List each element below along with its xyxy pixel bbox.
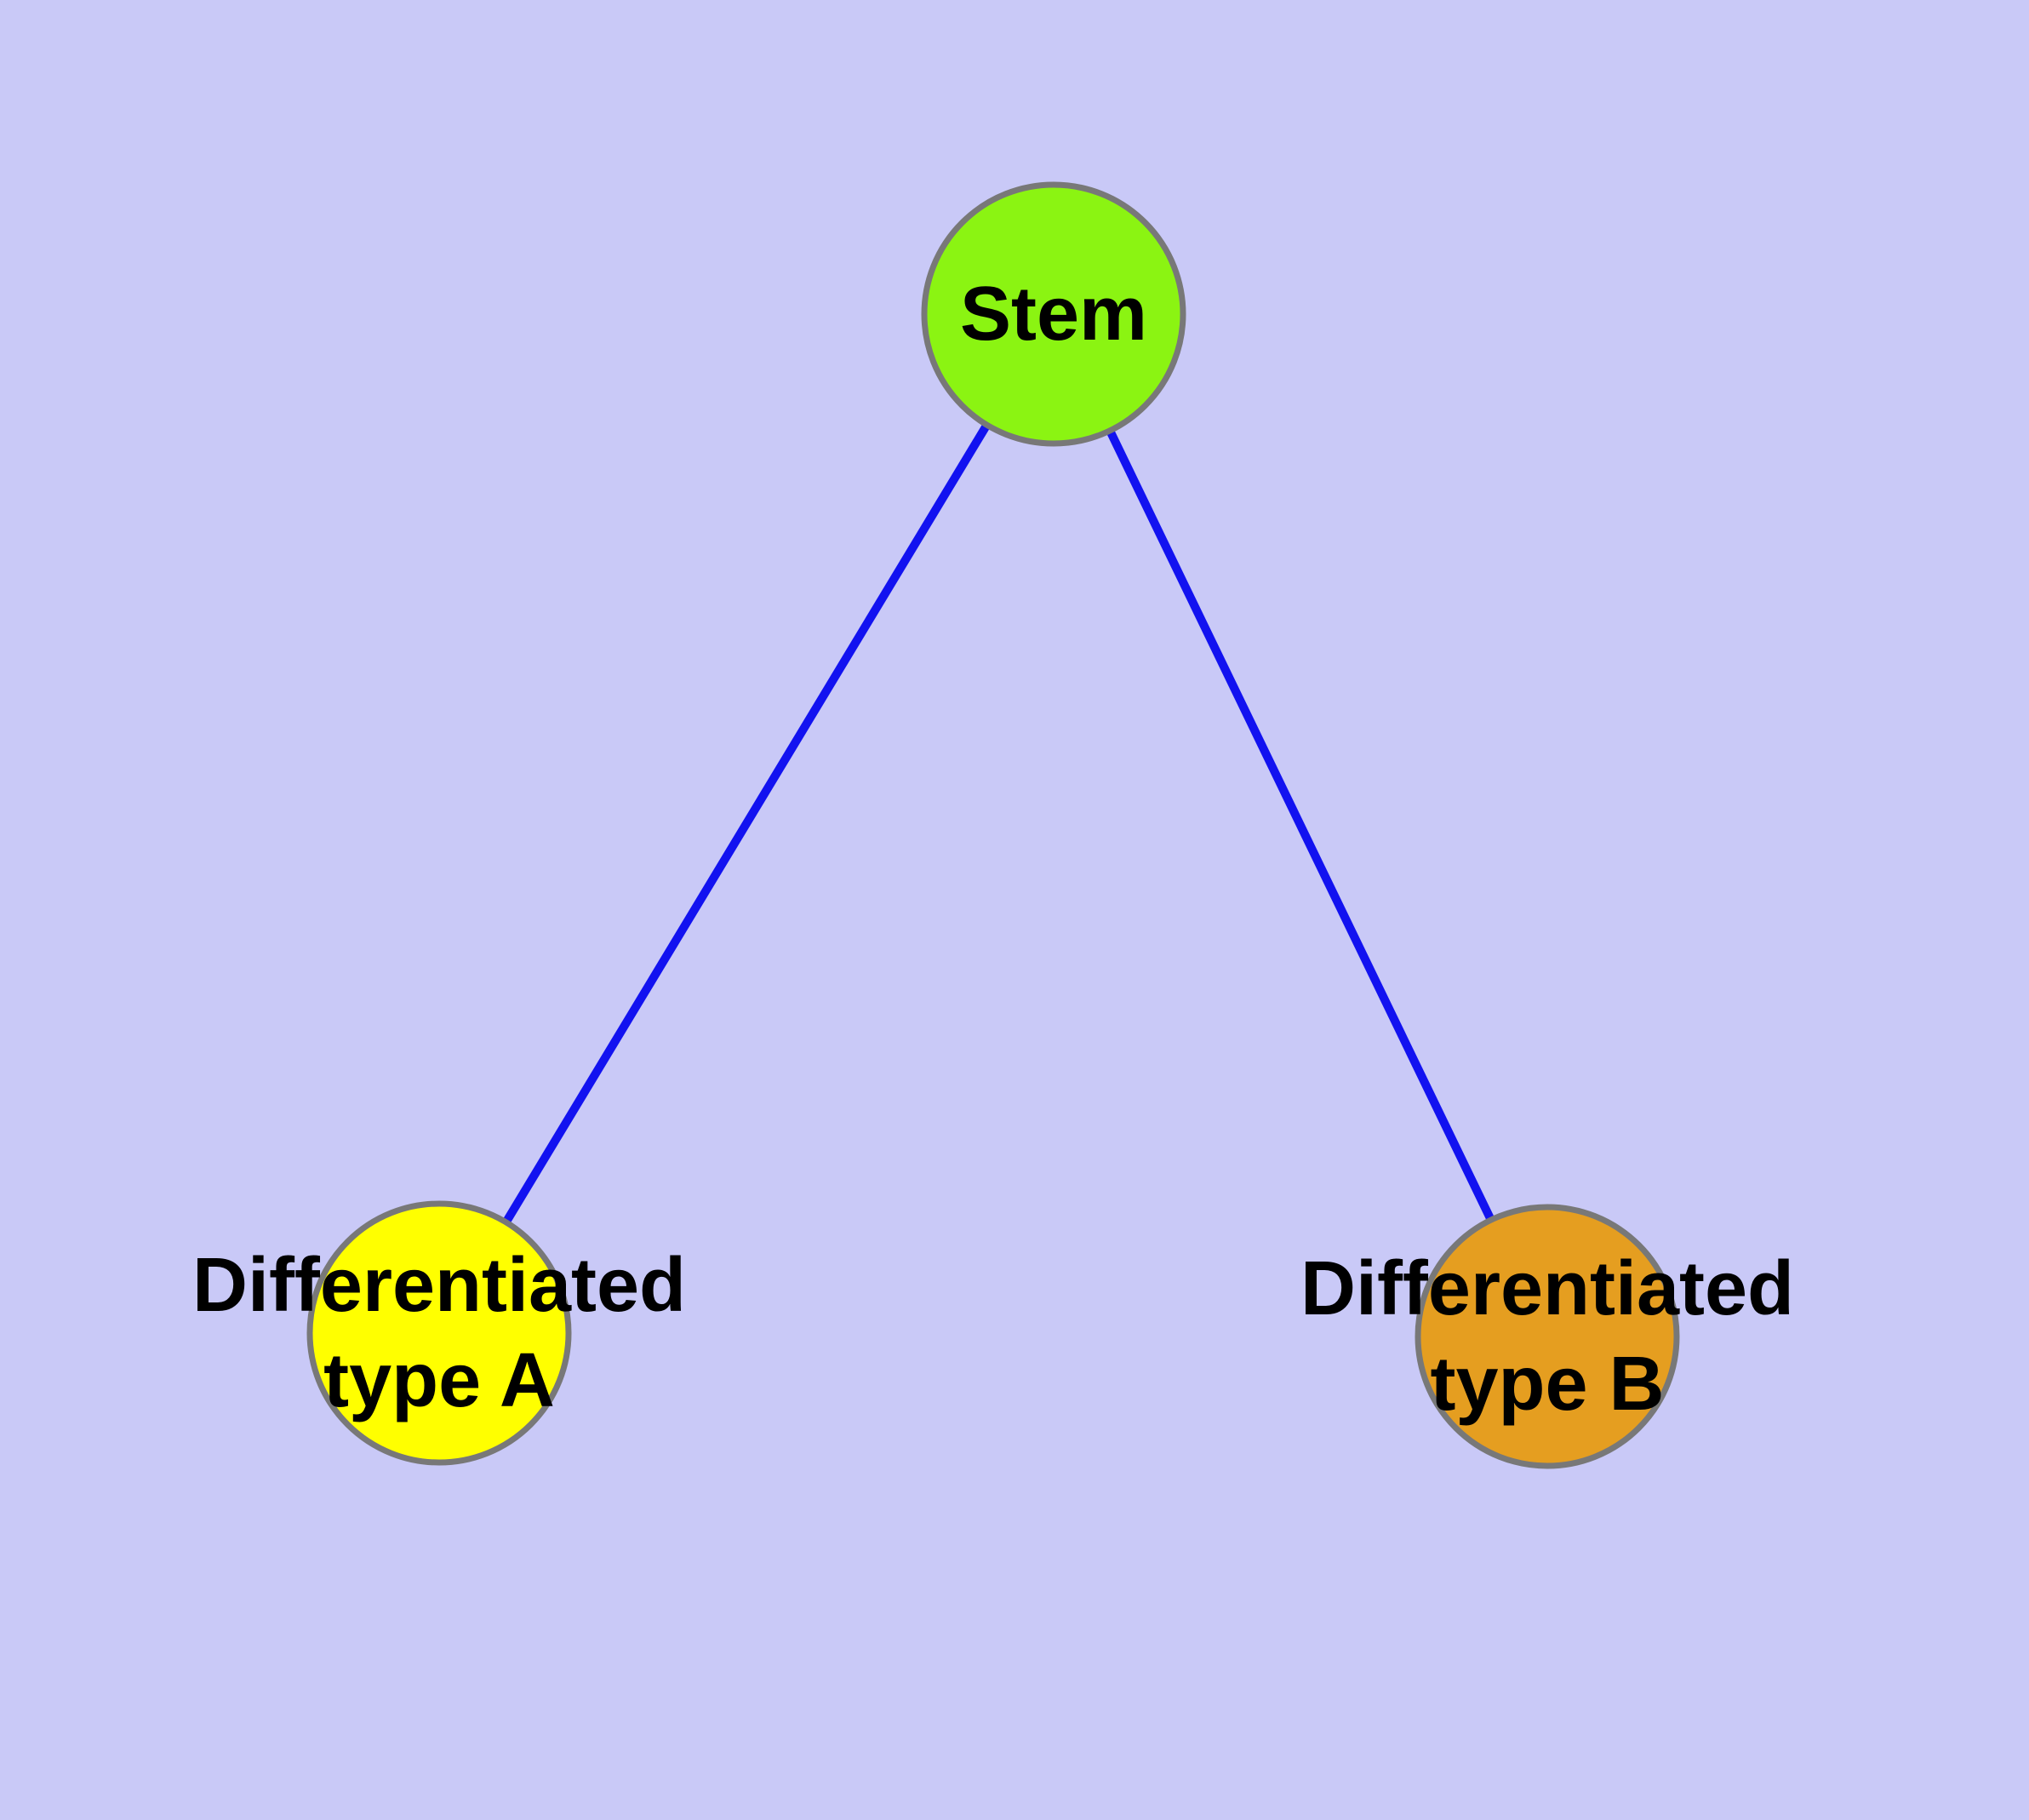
node-differentiated-type-a: Differentiated type A (192, 1200, 686, 1466)
node-differentiated-type-b-label-line2: type B (1430, 1342, 1664, 1427)
node-stem-circle (921, 181, 1186, 447)
node-differentiated-type-b-circle (1415, 1204, 1680, 1469)
edge-stem-to-type-a (435, 312, 1058, 1336)
node-differentiated-type-b: Differentiated type B (1300, 1204, 1794, 1469)
node-differentiated-type-a-label-line1: Differentiated (192, 1243, 686, 1328)
node-stem-label: Stem (960, 272, 1147, 357)
node-differentiated-type-a-circle (306, 1200, 572, 1466)
node-differentiated-type-b-label-line1: Differentiated (1300, 1246, 1794, 1331)
node-differentiated-type-a-label-line2: type A (323, 1338, 555, 1423)
edge-stem-to-type-b (1049, 312, 1552, 1339)
node-stem: Stem (921, 181, 1186, 447)
